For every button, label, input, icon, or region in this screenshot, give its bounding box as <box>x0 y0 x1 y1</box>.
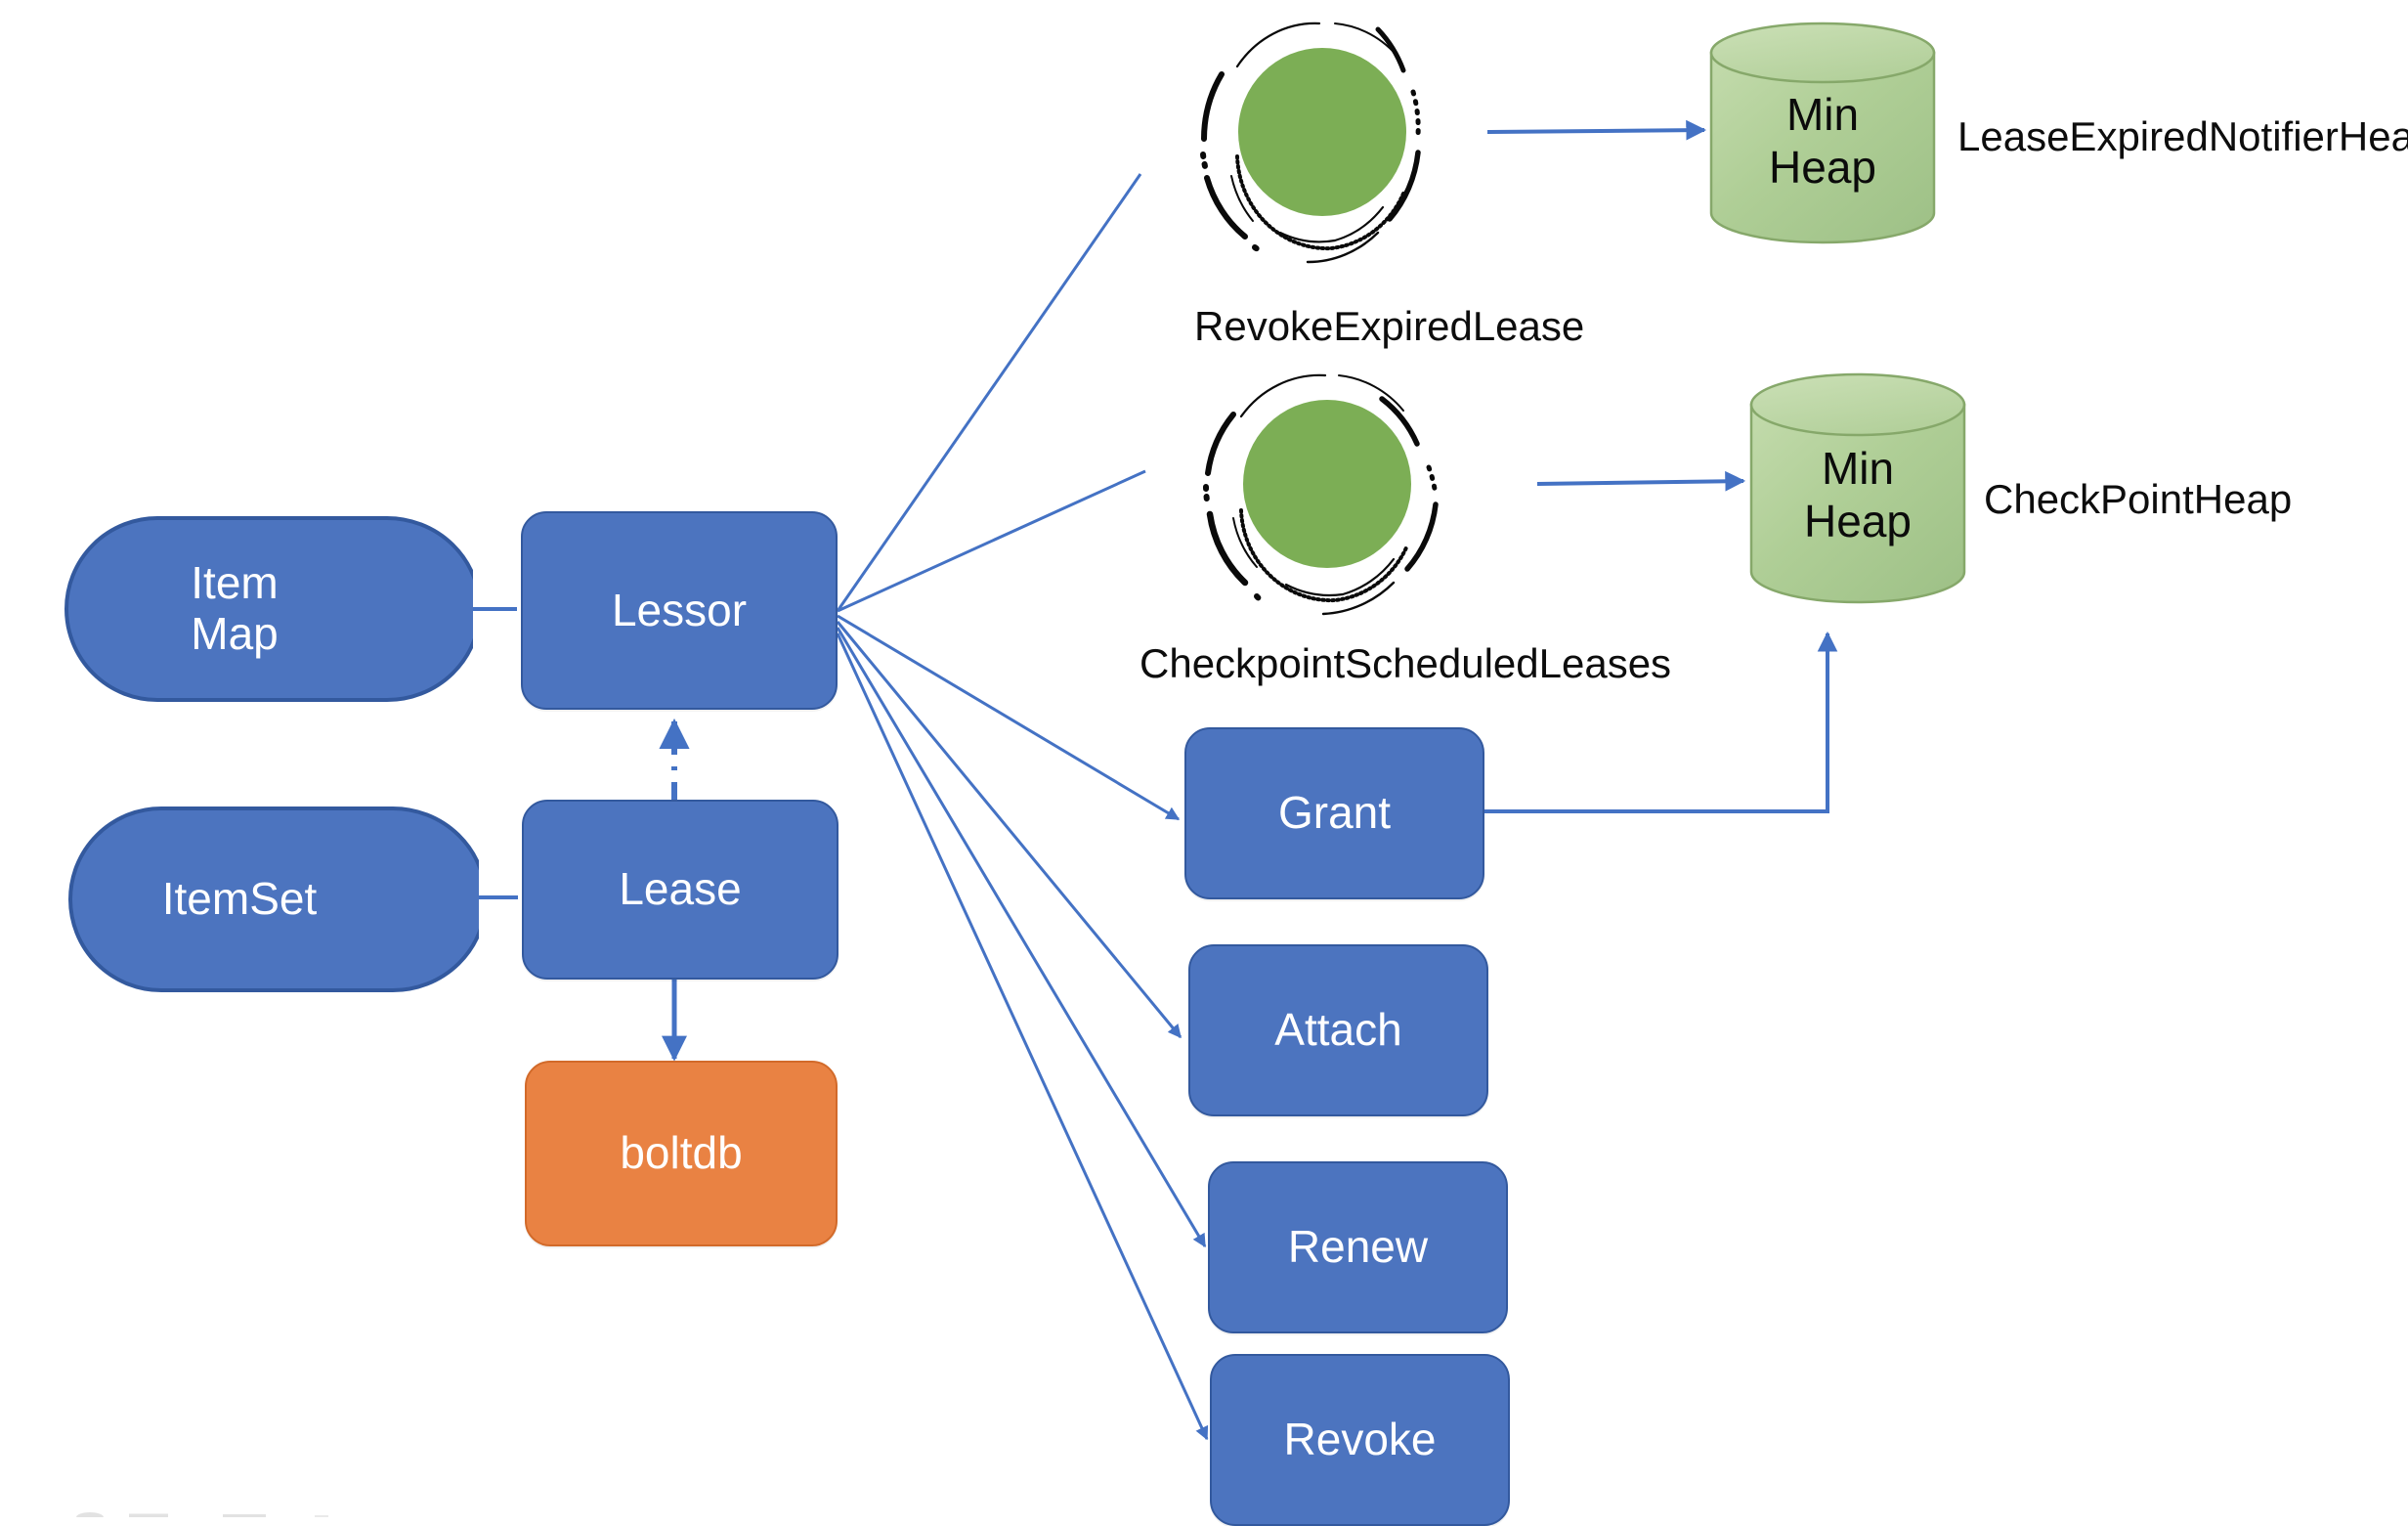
node-boltdb[interactable]: boltdb <box>525 1061 838 1246</box>
edge-lessor-to-revokeexpiredlease <box>836 173 1142 612</box>
node-item-set[interactable]: ItemSet <box>68 807 479 992</box>
revoke-label: Revoke <box>1283 1414 1437 1465</box>
node-lessor[interactable]: Lessor <box>521 511 838 710</box>
revoke-expired-lease-circle <box>1238 48 1406 216</box>
boltdb-label: boltdb <box>620 1127 743 1179</box>
node-item-map[interactable]: Item Map <box>64 516 473 702</box>
item-set-shape <box>68 807 479 992</box>
node-grant[interactable]: Grant <box>1184 727 1484 899</box>
lessor-label: Lessor <box>611 584 748 635</box>
renew-label: Renew <box>1287 1221 1429 1273</box>
lease-expired-notifier-heap-cylinder-shape <box>1709 22 1936 244</box>
lease-expired-notifier-heap-caption: LeaseExpiredNotifierHeap <box>1957 113 2408 159</box>
revoke-expired-lease-sketch-shape <box>1200 22 1421 264</box>
check-point-heap-caption: CheckPointHeap <box>1984 476 2293 522</box>
checkpoint-scheduled-leases-caption: CheckpointScheduledLeases <box>1140 640 1672 686</box>
edge-lessor-to-renew <box>836 627 1207 1248</box>
edge-lessor-to-grant <box>837 614 1181 821</box>
revoke-expired-lease-caption: RevokeExpiredLease <box>1194 303 1585 349</box>
edge-lessor-to-attach <box>836 621 1182 1039</box>
grant-label: Grant <box>1277 787 1392 839</box>
bottom-edge-artifacts <box>76 1512 328 1517</box>
node-attach[interactable]: Attach <box>1188 944 1488 1116</box>
checkpoint-scheduled-leases-circle <box>1243 400 1411 568</box>
node-checkpoint-scheduled-leases[interactable] <box>1151 373 1542 630</box>
node-check-point-heap[interactable]: Min Heap <box>1748 371 1967 606</box>
item-map-shape <box>64 516 473 702</box>
edge-checkpointscheduledleases-to-checkpointheap <box>1536 470 1746 492</box>
node-lease-expired-notifier-heap[interactable]: Min Heap <box>1708 22 1937 244</box>
node-renew[interactable]: Renew <box>1208 1161 1508 1333</box>
check-point-heap-cylinder-shape <box>1749 372 1966 604</box>
item-map-label-line2: Map <box>191 608 279 659</box>
edge-lessor-to-checkpointscheduledleases <box>837 469 1146 613</box>
node-revoke[interactable]: Revoke <box>1210 1354 1510 1526</box>
item-set-label: ItemSet <box>68 873 479 925</box>
edge-revokeexpiredlease-to-leaseexpirednotifierheap <box>1486 119 1707 141</box>
edge-lessor-to-revoke <box>836 632 1209 1441</box>
node-lease[interactable]: Lease <box>522 800 838 980</box>
lease-label: Lease <box>619 863 742 915</box>
attach-label: Attach <box>1274 1004 1402 1056</box>
checkpoint-scheduled-leases-sketch-shape <box>1203 373 1439 616</box>
item-map-label: Item Map <box>64 558 473 659</box>
item-set-label-text: ItemSet <box>161 873 318 925</box>
node-revoke-expired-lease[interactable] <box>1143 10 1505 264</box>
item-map-label-line1: Item <box>191 557 279 609</box>
